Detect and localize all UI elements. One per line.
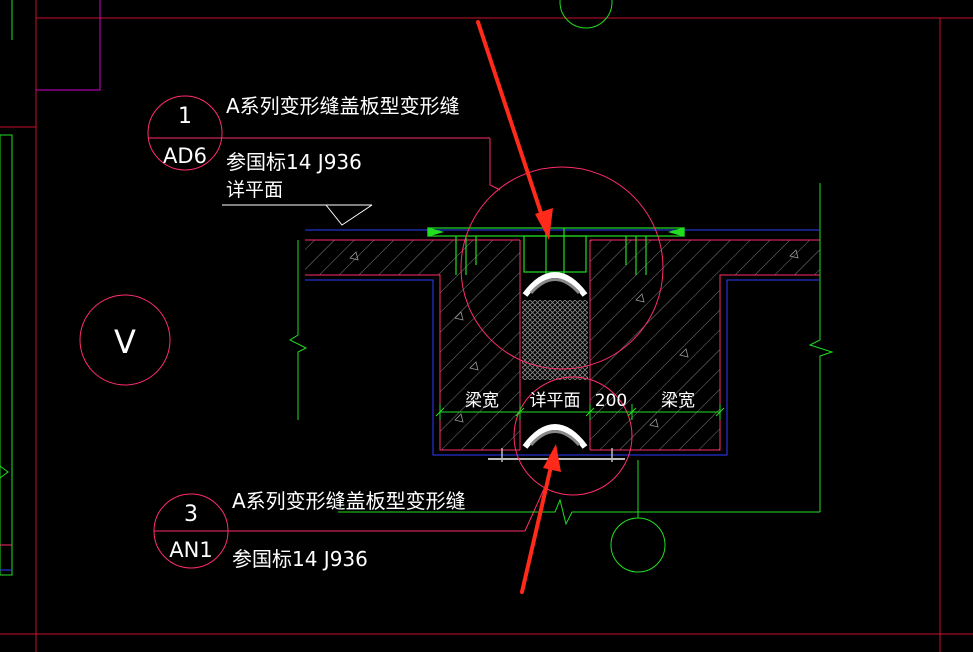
break-lines xyxy=(288,183,834,526)
callout-top-ref-plan: 详平面 xyxy=(226,179,283,201)
dim-see-plan: 详平面 xyxy=(530,391,581,411)
annotation-arrow-top xyxy=(476,20,553,240)
callout-bottom-number: 3 xyxy=(184,502,198,527)
level-marker xyxy=(222,204,373,226)
top-waterstop xyxy=(522,272,588,297)
callout-bottom-title: A系列变形缝盖板型变形缝 xyxy=(232,489,466,513)
bottom-waterstop xyxy=(488,424,625,462)
callout-top-ref: 参国标14 J936 xyxy=(226,150,362,174)
dim-gap-200: 200 xyxy=(595,391,627,411)
dimension-labels: 梁宽 详平面 200 梁宽 xyxy=(465,391,695,411)
detail-callout-bottom: 3 AN1 A系列变形缝盖板型变形缝 参国标14 J936 xyxy=(153,479,549,571)
axis-bubble-label: V xyxy=(114,323,136,361)
detail-callout-top: 1 AD6 A系列变形缝盖板型变形缝 参国标14 J936 详平面 xyxy=(147,94,501,201)
dimension-line xyxy=(435,404,725,420)
detail-circle-top xyxy=(460,166,664,370)
callout-top-number: 1 xyxy=(178,104,192,129)
annotation-arrow-bottom xyxy=(520,444,561,594)
callout-top-title: A系列变形缝盖板型变形缝 xyxy=(226,94,460,118)
dim-right-beam-width: 梁宽 xyxy=(661,391,695,411)
callout-bottom-ref: 参国标14 J936 xyxy=(232,547,368,571)
joint-filler xyxy=(522,300,588,380)
callout-top-sheet: AD6 xyxy=(163,144,207,168)
axis-bubble: V xyxy=(79,294,171,386)
top-cover-plate xyxy=(427,227,685,275)
detail-circle-bottom xyxy=(513,376,633,496)
dim-left-beam-width: 梁宽 xyxy=(465,391,499,411)
concrete-structure xyxy=(305,229,820,456)
callout-bottom-sheet: AN1 xyxy=(169,538,212,562)
top-grid-bubble xyxy=(559,0,613,29)
top-left-room-outline xyxy=(36,0,101,91)
bottom-grid-bubble xyxy=(610,517,666,573)
left-edge-elements xyxy=(0,0,13,576)
